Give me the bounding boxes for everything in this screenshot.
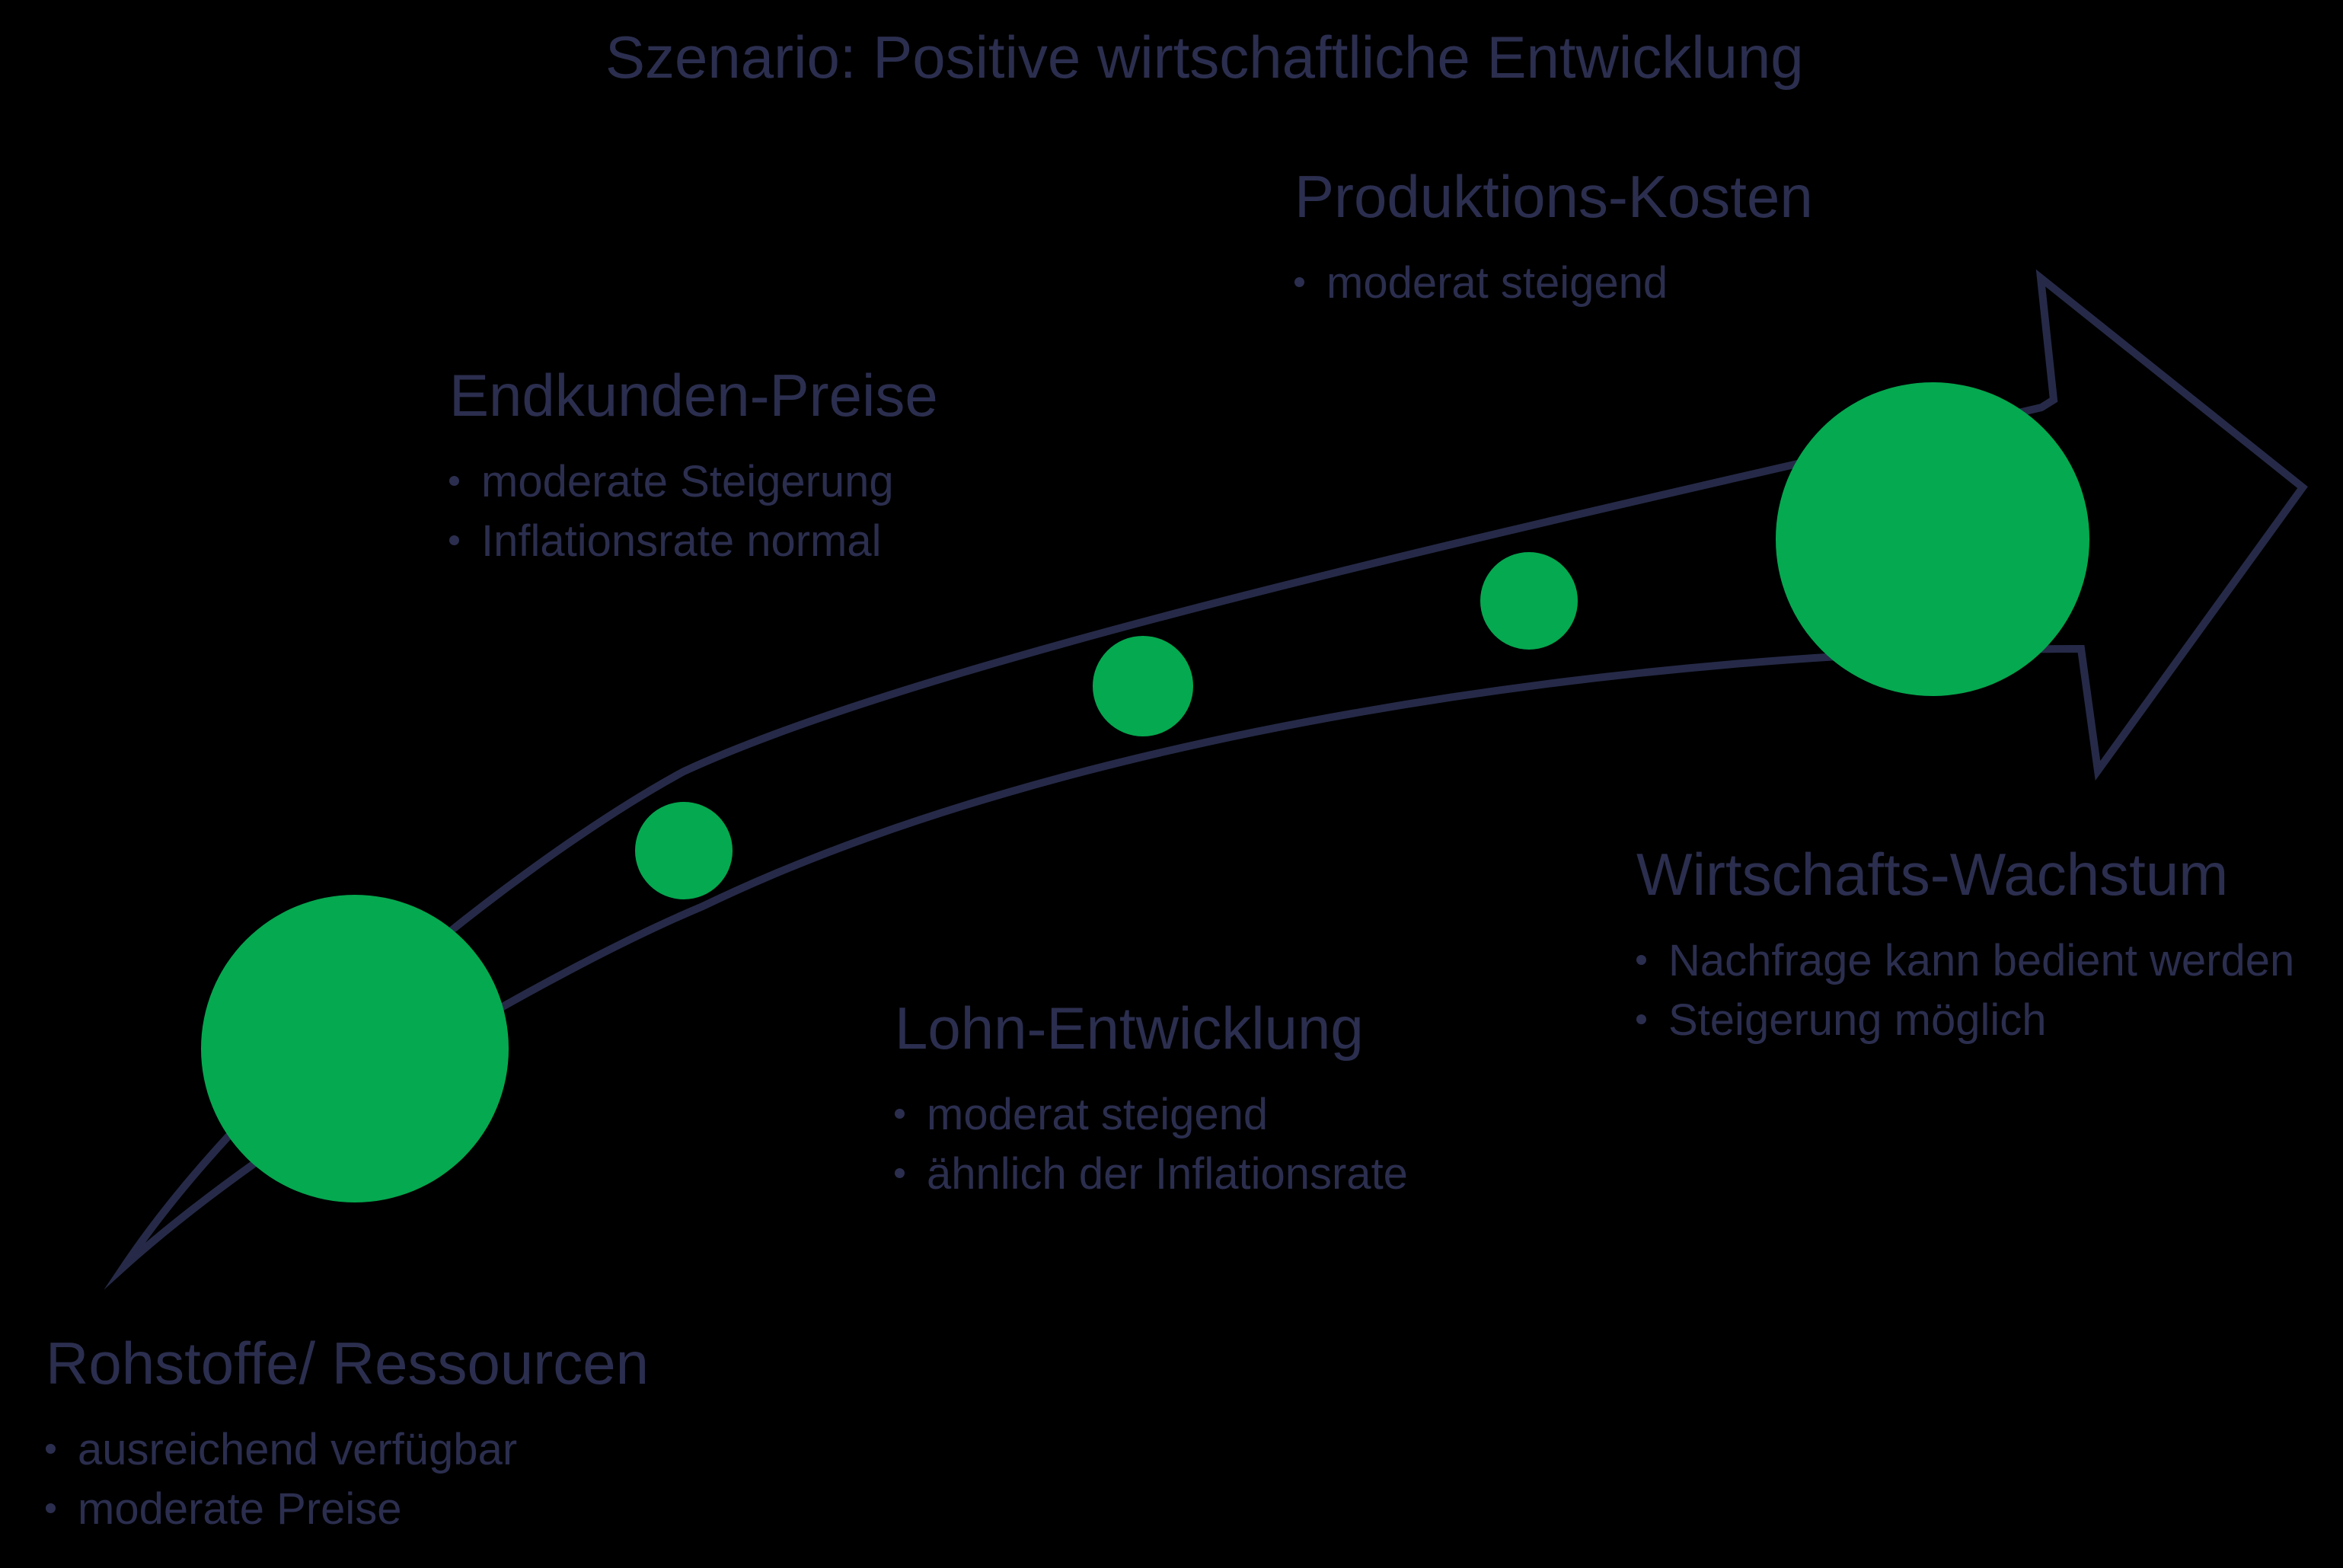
node-bullets-endkunden: moderate Steigerung Inflationsrate norma… <box>449 452 938 571</box>
node-endkunden: Endkunden-Preise moderate Steigerung Inf… <box>449 366 938 571</box>
milestone-circle-4 <box>1480 552 1578 650</box>
bullet-item: Nachfrage kann bedient werden <box>1636 931 2294 991</box>
bullet-item: ausreichend verfügbar <box>46 1420 649 1480</box>
milestone-circle-5 <box>1776 382 2089 696</box>
bullet-item: ähnlich der Inflationsrate <box>895 1145 1408 1204</box>
bullet-item: moderat steigend <box>895 1085 1408 1145</box>
bullet-text: moderat steigend <box>1326 258 1668 308</box>
bullet-text: ähnlich der Inflationsrate <box>927 1149 1408 1199</box>
node-wachstum: Wirtschafts-Wachstum Nachfrage kann bedi… <box>1636 845 2294 1050</box>
milestone-circle-2 <box>635 802 733 899</box>
node-bullets-rohstoffe: ausreichend verfügbar moderate Preise <box>46 1420 649 1539</box>
node-bullets-lohn: moderat steigend ähnlich der Inflationsr… <box>895 1085 1408 1204</box>
node-rohstoffe: Rohstoffe/ Ressourcen ausreichend verfüg… <box>46 1333 649 1539</box>
bullet-text: moderate Preise <box>78 1484 402 1534</box>
bullet-text: Nachfrage kann bedient werden <box>1668 936 2295 985</box>
node-bullets-wachstum: Nachfrage kann bedient werden Steigerung… <box>1636 931 2294 1050</box>
node-produktion: Produktions-Kosten moderat steigend <box>1294 167 1813 313</box>
bullet-item: moderate Steigerung <box>449 452 938 512</box>
node-heading-produktion: Produktions-Kosten <box>1294 163 1813 230</box>
bullet-text: Inflationsrate normal <box>481 516 882 566</box>
node-heading-rohstoffe: Rohstoffe/ Ressourcen <box>46 1330 649 1397</box>
bullet-item: moderate Preise <box>46 1480 649 1539</box>
bullet-text: ausreichend verfügbar <box>78 1425 518 1474</box>
bullet-item: Inflationsrate normal <box>449 512 938 571</box>
milestone-circle-1 <box>201 895 509 1202</box>
node-heading-wachstum: Wirtschafts-Wachstum <box>1636 841 2229 908</box>
bullet-item: Steigerung möglich <box>1636 991 2294 1050</box>
node-bullets-produktion: moderat steigend <box>1294 254 1813 313</box>
node-lohn: Lohn-Entwicklung moderat steigend ähnlic… <box>895 998 1408 1204</box>
bullet-text: moderate Steigerung <box>481 457 894 506</box>
bullet-text: moderat steigend <box>927 1090 1269 1139</box>
diagram-title: Szenario: Positive wirtschaftliche Entwi… <box>605 24 1804 91</box>
node-heading-endkunden: Endkunden-Preise <box>449 362 938 429</box>
bullet-item: moderat steigend <box>1294 254 1813 313</box>
bullet-text: Steigerung möglich <box>1668 995 2047 1045</box>
milestone-circle-3 <box>1093 636 1193 736</box>
node-heading-lohn: Lohn-Entwicklung <box>895 995 1364 1062</box>
arrow-outline <box>104 269 2308 1290</box>
